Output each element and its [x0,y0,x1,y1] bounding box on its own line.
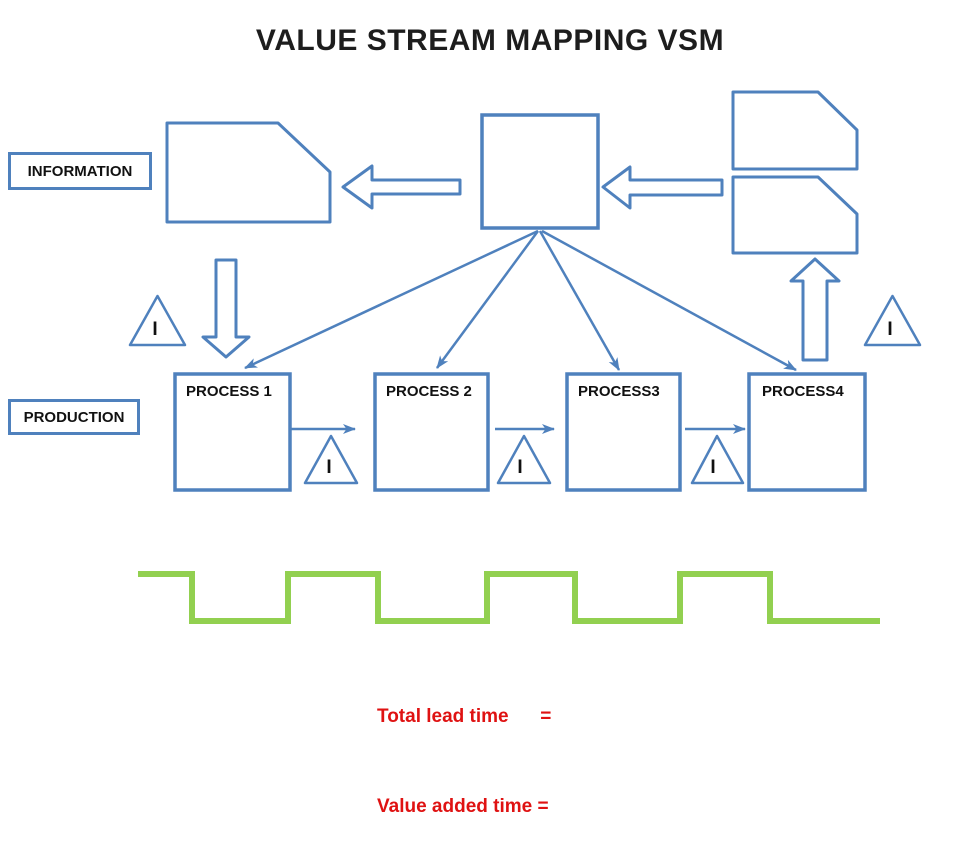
inventory-mark-right: I [887,319,893,340]
information-card-right-bottom [731,175,859,255]
process-2-box [373,372,490,492]
inventory-triangle-1-2 [303,434,359,485]
production-lane-text: PRODUCTION [23,408,125,426]
process-1-box [173,372,292,492]
inventory-triangle-2-3 [496,434,552,485]
inventory-triangle-right [863,294,922,347]
block-arrow-up [789,257,841,362]
process-3-label: PROCESS3 [578,383,660,400]
total-lead-time-label: Total lead time = [377,706,552,727]
inventory-mark-1-2: I [326,457,332,478]
timeline-summary: Total lead time = Value added time = [377,642,551,852]
schedule-arrow-process-4 [541,229,797,372]
block-arrow-left-to-card [341,164,462,210]
inventory-mark-2-3: I [517,457,523,478]
block-arrow-down [201,258,251,359]
information-card-left [165,121,332,224]
inventory-triangle-3-4 [690,434,745,485]
lead-time-timeline [138,571,880,624]
inventory-mark-3-4: I [710,457,716,478]
information-card-right-top [731,90,859,171]
inventory-mark-left: I [152,319,158,340]
process-1-label: PROCESS 1 [186,383,272,400]
production-control-box [480,113,600,230]
vsm-diagram-page: { "title": "VALUE STREAM MAPPING VSM", "… [8,24,922,817]
process-4-label: PROCESS4 [762,383,844,400]
process-2-label: PROCESS 2 [386,383,472,400]
inventory-triangle-left [128,294,187,347]
information-lane-label: INFORMATION [8,152,152,190]
block-arrow-right-to-control [601,165,724,210]
vsm-diagram-canvas [128,90,922,624]
process-3-box [565,372,682,492]
process-4-box [747,372,867,492]
schedule-arrow-process-3 [538,230,621,371]
schedule-arrow-process-2 [435,230,540,369]
value-added-time-label: Value added time = [377,796,549,817]
schedule-arrow-process-1 [244,229,539,370]
production-lane-label: PRODUCTION [8,399,140,435]
information-lane-text: INFORMATION [27,162,133,180]
page-title: VALUE STREAM MAPPING VSM [255,24,725,57]
